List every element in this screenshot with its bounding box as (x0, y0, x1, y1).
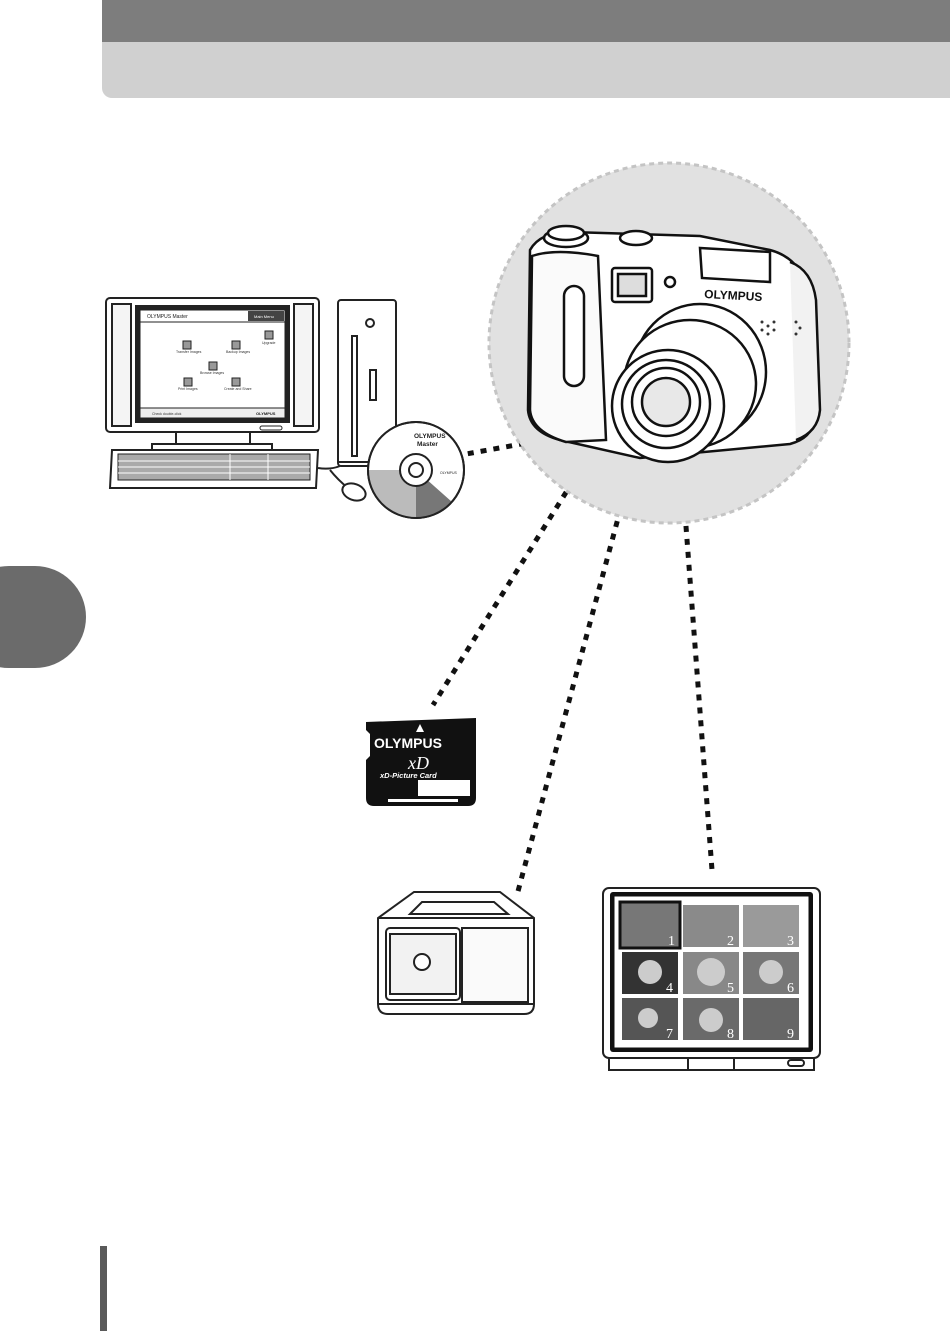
menu-transfer-images: Transfer Images (176, 350, 202, 354)
menu-print-images: Print Images (178, 387, 198, 391)
thumb-number-9: 9 (787, 1027, 794, 1042)
xd-card-brand: OLYMPUS (374, 735, 442, 751)
tv-thumbnails (620, 902, 799, 1040)
app-title: OLYMPUS Master (147, 314, 188, 320)
printer (378, 892, 534, 1014)
thumb-number-2: 2 (727, 934, 734, 949)
menu-upgrade: Upgrade (262, 341, 275, 345)
thumb-number-6: 6 (787, 981, 794, 996)
xd-card-logo: xD (407, 753, 429, 773)
thumb-number-8: 8 (727, 1027, 734, 1042)
cd-side-brand: OLYMPUS (440, 471, 458, 475)
thumb-number-5: 5 (727, 981, 734, 996)
screen-brand: OLYMPUS (256, 411, 276, 416)
cd-label-line1: OLYMPUS (414, 433, 446, 440)
thumb-number-4: 4 (666, 981, 673, 996)
camera (528, 226, 820, 462)
thumb-number-3: 3 (787, 934, 794, 949)
screen-status-text: Check double-click (152, 412, 182, 416)
thumb-number-7: 7 (666, 1027, 673, 1042)
computer (106, 298, 396, 504)
menu-backup-images: Backup Images (226, 350, 250, 354)
menu-create-share: Create and Share (224, 387, 252, 391)
xd-card-name: xD-Picture Card (379, 771, 437, 780)
cd-label-line2: Master (417, 441, 438, 448)
main-menu-label: Main Menu (254, 314, 274, 319)
thumb-number-1: 1 (668, 934, 675, 949)
menu-browse-images: Browse Images (200, 371, 224, 375)
